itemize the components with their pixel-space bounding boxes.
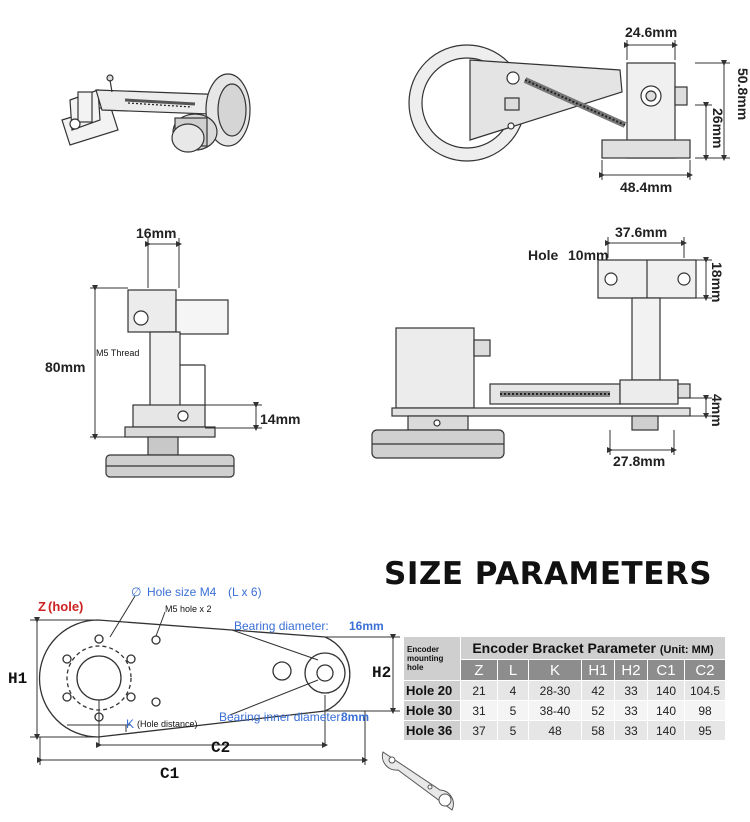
table-title-text: Encoder Bracket Parameter [472,640,656,656]
cell: 31 [460,700,498,721]
dim-4: 4mm [709,394,725,427]
cell: 4 [497,680,529,701]
col-h1: H1 [581,659,615,681]
k-label: K [126,717,134,731]
cell: 33 [614,720,648,741]
hole-size-qty: (L x 6) [228,585,262,599]
col-h2: H2 [614,659,648,681]
z-hole-label: (hole) [48,599,83,614]
side-view-dimensions [599,40,730,180]
dim-27-8: 27.8mm [613,453,665,469]
cell: 140 [647,700,685,721]
cell: 33 [614,700,648,721]
h2-label: H2 [372,664,391,682]
row-label: Hole 36 [403,720,461,741]
dim-48-4: 48.4mm [620,179,672,195]
bearing-inner-value: 8mm [341,710,369,724]
col-c2: C2 [684,659,726,681]
col-c1: C1 [647,659,685,681]
bracket-dimensions [30,595,400,765]
table-row: Hole 20 21 4 28-30 42 33 140 104.5 [403,680,726,701]
dim-10: 10mm [568,247,608,263]
cell: 33 [614,680,648,701]
cell: 140 [647,680,685,701]
dim-50-8: 50.8mm [735,68,750,120]
front-view [105,289,235,478]
c1-label: C1 [160,765,179,783]
cell: 28-30 [528,680,582,701]
z-label: Z [38,599,46,614]
dim-37-6: 37.6mm [615,224,667,240]
side-view [408,44,691,162]
cell: 104.5 [684,680,726,701]
cell: 42 [581,680,615,701]
col-l: L [497,659,529,681]
dim-16: 16mm [136,225,176,241]
row-label: Hole 30 [403,700,461,721]
hole-label: Hole [528,247,559,263]
dim-14: 14mm [260,411,300,427]
table-row: Hole 30 31 5 38-40 52 33 140 98 [403,700,726,721]
cell: 37 [460,720,498,741]
m5-thread-label: M5 Thread [96,348,139,358]
k-desc: (Hole distance) [137,719,198,729]
rear-view-dimensions [605,237,712,455]
table-title: Encoder Bracket Parameter (Unit: MM) [460,636,726,660]
row-label: Hole 20 [403,680,461,701]
rear-view [371,259,697,459]
cell: 38-40 [528,700,582,721]
bracket-thumbnail [381,751,454,811]
cell: 21 [460,680,498,701]
cell: 48 [528,720,582,741]
dim-80: 80mm [45,359,85,375]
h1-label: H1 [8,670,27,688]
dim-24-6: 24.6mm [625,24,677,40]
size-parameters-title: SIZE PARAMETERS [384,556,713,592]
bracket-plate [38,619,351,738]
dim-18: 18mm [709,262,725,302]
front-view-dimensions [90,238,262,440]
bearing-diameter-value: 16mm [349,619,384,633]
cell: 98 [684,700,726,721]
isometric-view [61,73,251,153]
cell: 5 [497,720,529,741]
mount-label: Encoder mounting hole [403,636,461,681]
table-unit: (Unit: MM) [659,644,714,656]
cell: 95 [684,720,726,741]
cell: 58 [581,720,615,741]
hole-size-label: Hole size M4 [147,585,217,599]
m5-hole-label: M5 hole x 2 [165,604,212,614]
bearing-diameter-label: Bearing diameter: [234,619,329,633]
c2-label: C2 [211,739,230,757]
dim-26: 26mm [710,108,726,148]
phi-symbol: ∅ [131,585,141,599]
col-z: Z [460,659,498,681]
cell: 140 [647,720,685,741]
cell: 5 [497,700,529,721]
col-k: K [528,659,582,681]
cell: 52 [581,700,615,721]
parameter-table: Encoder mounting hole Encoder Bracket Pa… [403,636,726,741]
bearing-inner-label: Bearing inner diameter: [219,710,344,724]
table-row: Hole 36 37 5 48 58 33 140 95 [403,720,726,741]
